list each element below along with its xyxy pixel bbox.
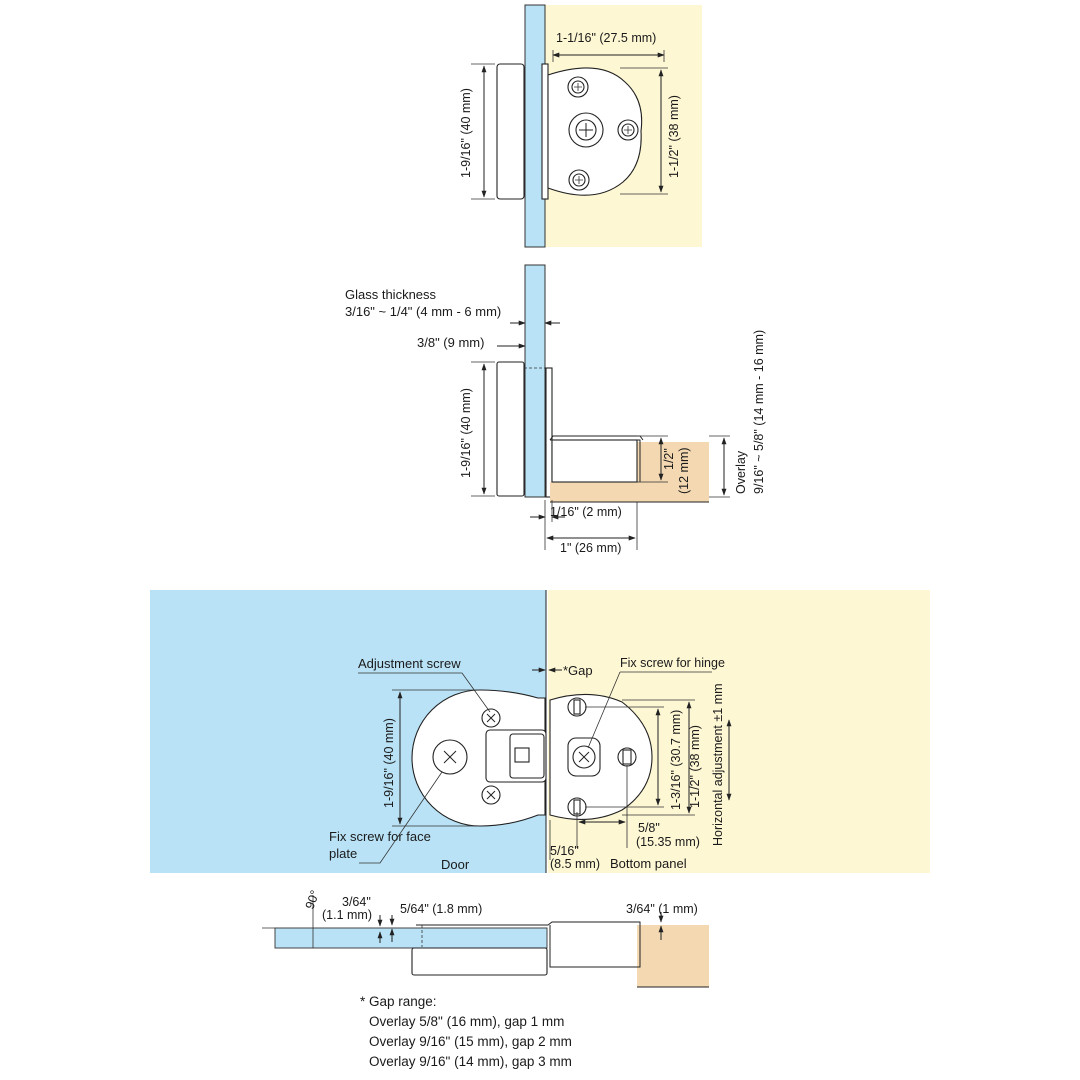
- screw-spacing-dim: 1-3/16" (30.7 mm): [669, 710, 683, 810]
- hinge-arm: [545, 367, 553, 498]
- front-plate-dim: 1-1/2" (38 mm): [688, 725, 702, 808]
- wood-edge-top: [637, 442, 709, 502]
- recess-dim: 5/64" (1.8 mm): [400, 902, 482, 916]
- screw-icon: [432, 739, 468, 775]
- notes-title: * Gap range:: [360, 994, 437, 1009]
- top-view: 1-1/16" (27.5 mm) 1-9/16" (40 mm) 1-1/2"…: [459, 4, 702, 248]
- side-view: Glass thickness 3/16" ~ 1/4" (4 mm - 6 m…: [345, 264, 766, 555]
- fix-screw-face-label-2: plate: [329, 846, 357, 861]
- notes-line: Overlay 9/16" (15 mm), gap 2 mm: [369, 1034, 572, 1049]
- gap-range-notes: * Gap range: Overlay 5/8" (16 mm), gap 1…: [360, 992, 572, 1072]
- open-view: 90° 3/64" (1.1 mm) 5/64" (1.8 mm) 3/64" …: [262, 888, 709, 988]
- small-dim-bottom: (1.1 mm): [322, 908, 372, 922]
- screw-icon: [568, 169, 590, 191]
- adjustment-screw-icon: [481, 785, 501, 805]
- glass-section: [524, 264, 546, 498]
- fix-screw-hinge-icon: [567, 737, 601, 777]
- screw-icon: [617, 747, 637, 767]
- gap-dim: 1/16" (2 mm): [550, 505, 622, 519]
- overlay-label: Overlay: [734, 450, 748, 494]
- wood-edge-bottom: [550, 482, 637, 502]
- cup-depth-dim-top: 1/2": [662, 448, 676, 470]
- front-height-dim: 1-9/16" (40 mm): [382, 718, 396, 808]
- face-plate-section: [496, 361, 525, 497]
- offset-dim-top: 5/16": [550, 844, 579, 858]
- horizontal-adjustment-label: Horizontal adjustment ±1 mm: [711, 684, 725, 846]
- top-plate-dim: 1-1/2" (38 mm): [667, 95, 681, 178]
- cup-depth-dim-bottom: (12 mm): [677, 447, 691, 494]
- front-view: Adjustment screw *Gap Fix screw for hing…: [150, 590, 930, 873]
- offset-dim-bottom: (8.5 mm): [550, 857, 600, 871]
- adjustment-screw-label: Adjustment screw: [358, 656, 461, 671]
- small-dim-top: 3/64": [342, 895, 371, 909]
- door-label: Door: [441, 857, 470, 872]
- plate-thickness-dim: 3/8" (9 mm): [417, 335, 484, 350]
- base-width-dim: 1" (26 mm): [560, 541, 621, 555]
- screw-icon: [567, 697, 587, 717]
- top-height-dim: 1-9/16" (40 mm): [459, 88, 473, 178]
- adjustment-screw-icon: [481, 708, 501, 728]
- glass-thickness-label: Glass thickness: [345, 287, 437, 302]
- wood-panel-section: [637, 925, 709, 987]
- overlay-range: 9/16" ~ 5/8" (14 mm - 16 mm): [752, 330, 766, 494]
- face-plate-open: [411, 947, 548, 976]
- five-eighths-dim-bottom: (15.35 mm): [636, 835, 700, 849]
- fix-screw-hinge-label: Fix screw for hinge: [620, 656, 725, 670]
- round-base-outline: [549, 693, 653, 820]
- top-width-dim: 1-1/16" (27.5 mm): [556, 31, 656, 45]
- fix-screw-face-label-1: Fix screw for face: [329, 829, 431, 844]
- screw-icon: [568, 112, 604, 148]
- five-eighths-dim-top: 5/8": [638, 821, 660, 835]
- cup-body: [551, 439, 638, 483]
- glass-thickness-range: 3/16" ~ 1/4" (4 mm - 6 mm): [345, 304, 501, 319]
- right-small-dim: 3/64" (1 mm): [626, 902, 698, 916]
- gap-label: *Gap: [563, 663, 593, 678]
- notes-line: Overlay 9/16" (14 mm), gap 3 mm: [369, 1054, 572, 1069]
- base-plate-edge: [541, 63, 549, 200]
- screw-icon: [567, 76, 589, 98]
- angle-label: 90°: [303, 888, 323, 911]
- notes-line: Overlay 5/8" (16 mm), gap 1 mm: [369, 1014, 565, 1029]
- bottom-panel-label: Bottom panel: [610, 856, 687, 871]
- door-glass-open: [274, 927, 548, 949]
- screw-icon: [617, 119, 639, 141]
- side-height-dim: 1-9/16" (40 mm): [459, 388, 473, 478]
- face-plate-outline: [411, 689, 546, 827]
- face-plate: [496, 63, 525, 200]
